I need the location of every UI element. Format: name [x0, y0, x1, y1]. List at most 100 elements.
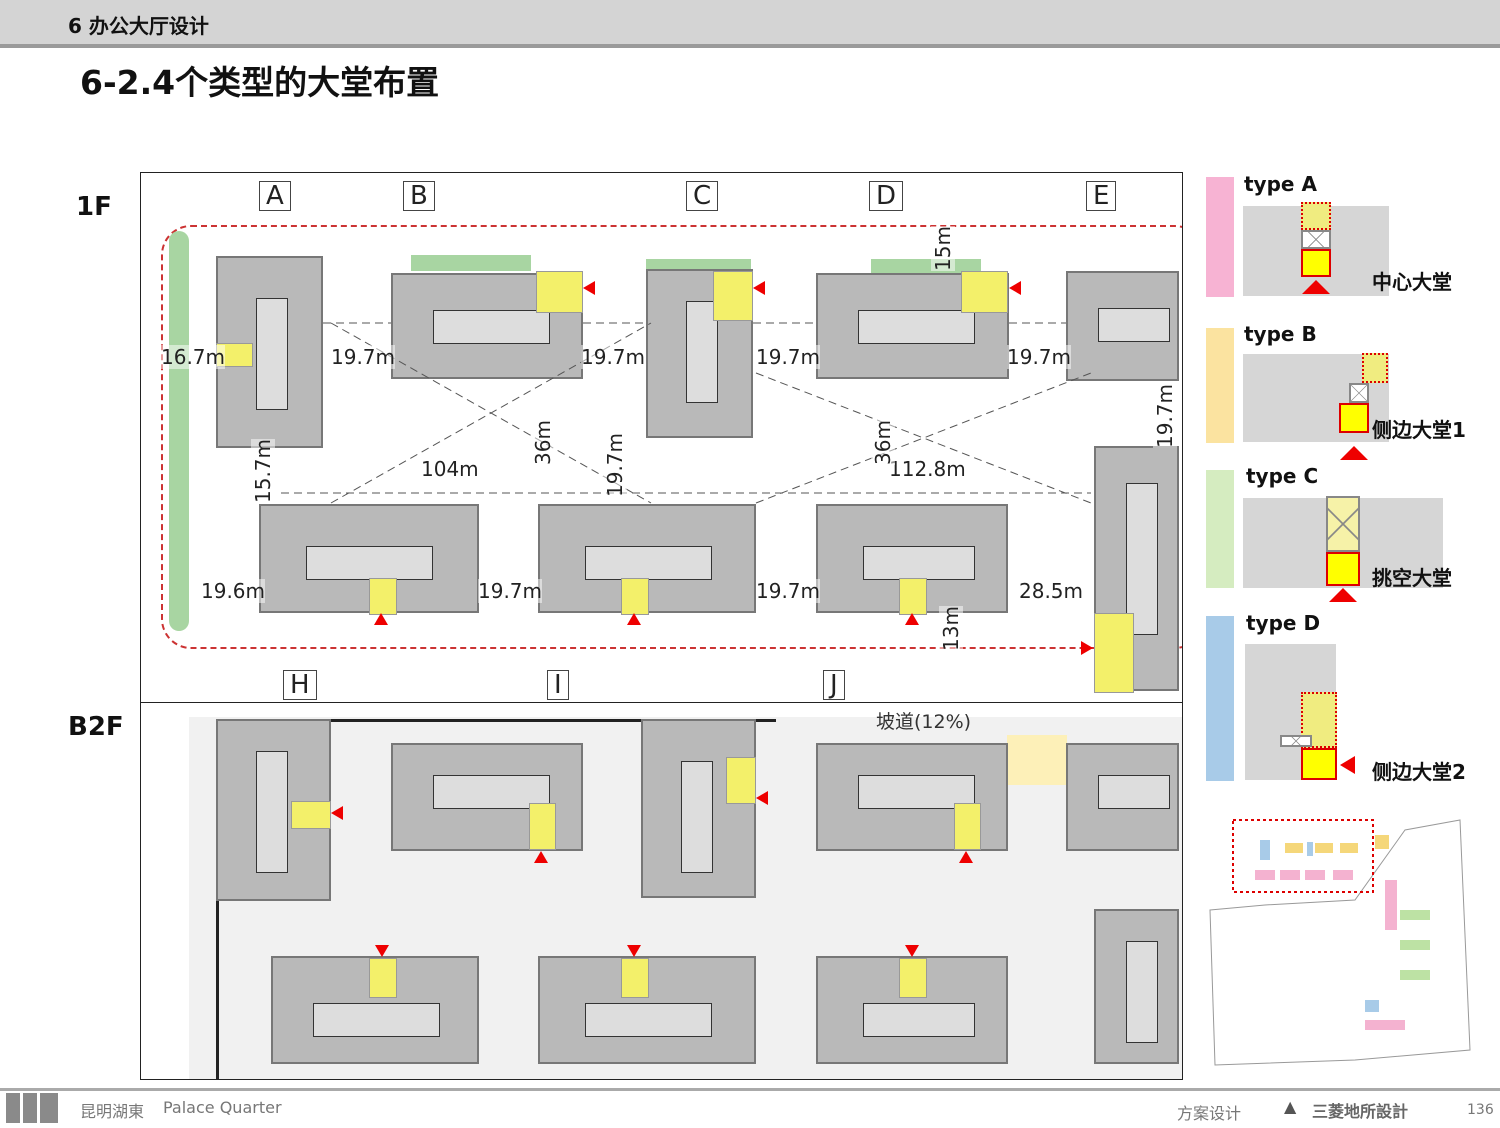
- lobby-type-a: [621, 578, 649, 615]
- type-d-label: type D: [1246, 611, 1321, 635]
- type-b-label: type B: [1244, 322, 1317, 346]
- dimension-lines: [281, 322, 1092, 504]
- type-a-label: type A: [1244, 172, 1317, 196]
- lobby: [621, 958, 649, 998]
- building: [1066, 743, 1179, 851]
- section-title: 6 办公大厅设计: [68, 14, 209, 38]
- entrance-arrow-icon: [1081, 641, 1093, 655]
- building-a: [216, 256, 323, 448]
- ramp-label: 坡道(12%): [876, 711, 972, 733]
- plan-1f: A B C D E H I J 16.7m 19.7m 19.7m 19.7m …: [140, 172, 1183, 704]
- dimension-label: 15m: [931, 226, 955, 271]
- type-a-color-swatch: [1206, 177, 1234, 297]
- column-label: H: [283, 670, 317, 700]
- dimension-label: 15.7m: [251, 438, 275, 503]
- ramp-area: [1007, 735, 1067, 785]
- dimension-label: 19.7m: [331, 345, 396, 369]
- floor-label-1f: 1F: [76, 192, 112, 222]
- site-key-map-drawing: [1209, 819, 1471, 1066]
- column-label: J: [823, 670, 845, 700]
- column-label: E: [1086, 181, 1117, 211]
- elevator-icon: [1280, 735, 1312, 747]
- dimension-label: 104m: [421, 457, 479, 481]
- type-b-color-swatch: [1206, 328, 1234, 443]
- elevator-icon: [1349, 383, 1369, 403]
- column-label: A: [259, 181, 291, 211]
- entrance-arrow-icon: [374, 613, 388, 625]
- entrance-arrow-icon: [534, 851, 548, 863]
- dimension-label: 19.7m: [603, 432, 627, 497]
- type-b-name: 侧边大堂1: [1372, 418, 1466, 442]
- dimension-label: 112.8m: [889, 457, 966, 481]
- lobby-main: [1301, 748, 1337, 780]
- dimension-label: 19.7m: [1007, 345, 1072, 369]
- mitsubishi-logo-icon: ▲: [1284, 1097, 1297, 1116]
- plan-b2f: 坡道(12%): [140, 702, 1183, 1080]
- page-title: 6-2.4个类型的大堂布置: [80, 63, 440, 102]
- site-key-map: [1205, 810, 1475, 1070]
- type-c-label: type C: [1246, 464, 1319, 488]
- building-b: [391, 273, 583, 379]
- lobby-main: [1301, 249, 1331, 277]
- greenery: [411, 255, 531, 271]
- entrance-arrow-icon: [627, 945, 641, 957]
- building: [1094, 909, 1179, 1064]
- entrance-arrow-icon: [375, 945, 389, 957]
- entrance-arrow-icon: [905, 613, 919, 625]
- dimension-label: 28.5m: [1019, 579, 1084, 603]
- building: [271, 956, 479, 1064]
- department: 方案设计: [1177, 1104, 1242, 1123]
- type-d-name: 侧边大堂2: [1372, 760, 1466, 784]
- lobby-type-a: [369, 578, 397, 615]
- lobby-type-b: [536, 271, 583, 313]
- entrance-arrow-icon: [1340, 446, 1368, 460]
- entrance-arrow-icon: [1340, 756, 1355, 774]
- entrance-arrow-icon: [1302, 280, 1330, 294]
- lobby-type-d: [1094, 613, 1134, 693]
- column-label: D: [869, 181, 904, 211]
- lobby: [954, 803, 981, 850]
- lobby-main: [1326, 552, 1360, 586]
- entrance-arrow-icon: [331, 806, 343, 820]
- dimension-label: 19.7m: [756, 345, 821, 369]
- site-boundary: [161, 225, 1182, 649]
- dimension-label: 36m: [531, 420, 555, 465]
- type-c-name: 挑空大堂: [1372, 566, 1452, 590]
- void-icon: [1326, 496, 1360, 552]
- greenery: [169, 231, 189, 631]
- entrance-arrow-icon: [756, 791, 768, 805]
- entrance-arrow-icon: [1329, 588, 1357, 602]
- type-d-color-swatch: [1206, 616, 1234, 781]
- dimension-label: 13m: [939, 606, 963, 651]
- dimension-label: 36m: [871, 420, 895, 465]
- dimension-label: 19.7m: [478, 579, 543, 603]
- project-name-en: Palace Quarter: [163, 1098, 282, 1117]
- header-bar: [0, 0, 1500, 48]
- lobby-upper: [1362, 353, 1388, 383]
- footer: 昆明湖東 Palace Quarter 方案设计 ▲ 三菱地所設計 136: [0, 1088, 1500, 1128]
- building: [816, 956, 1008, 1064]
- wall: [216, 719, 776, 722]
- building-d: [816, 273, 1009, 379]
- lobby-type-a: [899, 578, 927, 615]
- lobby: [529, 803, 556, 850]
- building: [216, 719, 331, 901]
- lobby-type-b: [961, 271, 1008, 313]
- page-number: 136: [1467, 1102, 1494, 1118]
- lobby: [291, 801, 331, 829]
- building: [641, 719, 756, 898]
- lobby-type-legend: type A 中心大堂 type B 侧边大堂1 type C 挑空大堂 typ…: [1200, 170, 1500, 790]
- building-e: [1066, 271, 1179, 381]
- lobby-main: [1339, 403, 1369, 433]
- entrance-arrow-icon: [905, 945, 919, 957]
- lobby-upper: [1301, 202, 1331, 230]
- dimension-label: 16.7m: [161, 345, 226, 369]
- lobby: [899, 958, 927, 998]
- company-name: 三菱地所設計: [1312, 1102, 1409, 1121]
- project-name: 昆明湖東: [80, 1102, 145, 1121]
- lobby-type-b: [713, 271, 753, 321]
- dimension-label: 19.7m: [581, 345, 646, 369]
- entrance-arrow-icon: [959, 851, 973, 863]
- column-label: C: [686, 181, 719, 211]
- dimension-label: 19.7m: [1153, 383, 1177, 448]
